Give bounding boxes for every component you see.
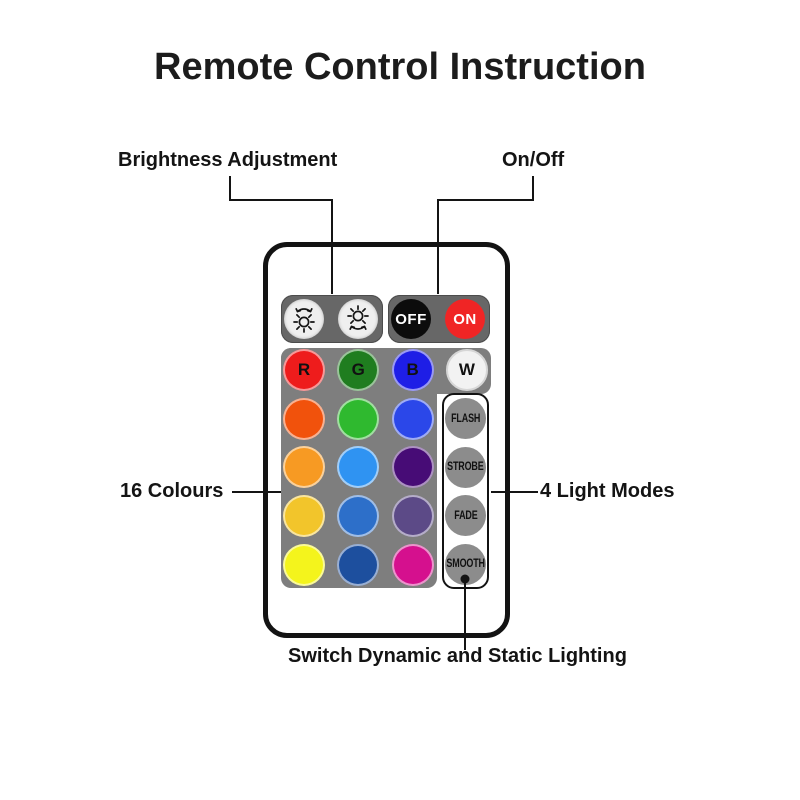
off-button[interactable]: OFF <box>391 299 431 339</box>
color-button-r[interactable]: R <box>283 349 325 391</box>
color-button-r4c3[interactable] <box>391 495 434 538</box>
mode-button-label: FLASH <box>450 412 481 425</box>
mode-button-fade[interactable]: FADE <box>445 495 486 537</box>
sun-arrow-up-icon <box>290 304 318 334</box>
color-button-r5c1[interactable] <box>283 543 325 586</box>
on-off-label: On/Off <box>502 149 565 171</box>
color-button-r2c3[interactable] <box>391 397 434 440</box>
color-button-r5c2[interactable] <box>337 543 380 586</box>
brightness-button-group <box>281 295 383 343</box>
mode-button-label: STROBE <box>447 461 484 474</box>
sun-arrow-down-icon <box>344 304 372 334</box>
color-button-r2c1[interactable] <box>283 397 325 440</box>
color-button-w[interactable]: W <box>445 349 488 391</box>
switch-lighting-label: Switch Dynamic and Static Lighting <box>288 645 627 667</box>
color-button-r4c2[interactable] <box>337 495 380 538</box>
mode-button-strobe[interactable]: STROBE <box>445 446 486 488</box>
color-button-g[interactable]: G <box>337 349 380 391</box>
mode-button-label: SMOOTH <box>446 558 485 571</box>
brightness-adjustment-label: Brightness Adjustment <box>118 149 338 171</box>
page-title: Remote Control Instruction <box>154 46 646 88</box>
light-modes-group: FLASH STROBE FADE SMOOTH <box>442 393 489 589</box>
color-button-r5c3[interactable] <box>391 543 434 586</box>
on-button[interactable]: ON <box>445 299 485 339</box>
color-button-b[interactable]: B <box>391 349 434 391</box>
mode-button-label: FADE <box>453 509 478 522</box>
color-button-r3c3[interactable] <box>391 446 434 489</box>
four-light-modes-label: 4 Light Modes <box>540 480 675 502</box>
color-button-r2c2[interactable] <box>337 397 380 440</box>
color-button-r4c1[interactable] <box>283 495 325 538</box>
mode-button-smooth[interactable]: SMOOTH <box>445 543 486 585</box>
color-button-r3c1[interactable] <box>283 446 325 489</box>
color-button-r3c2[interactable] <box>337 446 380 489</box>
mode-button-flash[interactable]: FLASH <box>445 398 486 439</box>
power-button-group: OFF ON <box>388 295 490 343</box>
brightness-down-button[interactable] <box>338 299 378 339</box>
sixteen-colours-label: 16 Colours <box>120 480 224 502</box>
brightness-up-button[interactable] <box>284 299 324 339</box>
